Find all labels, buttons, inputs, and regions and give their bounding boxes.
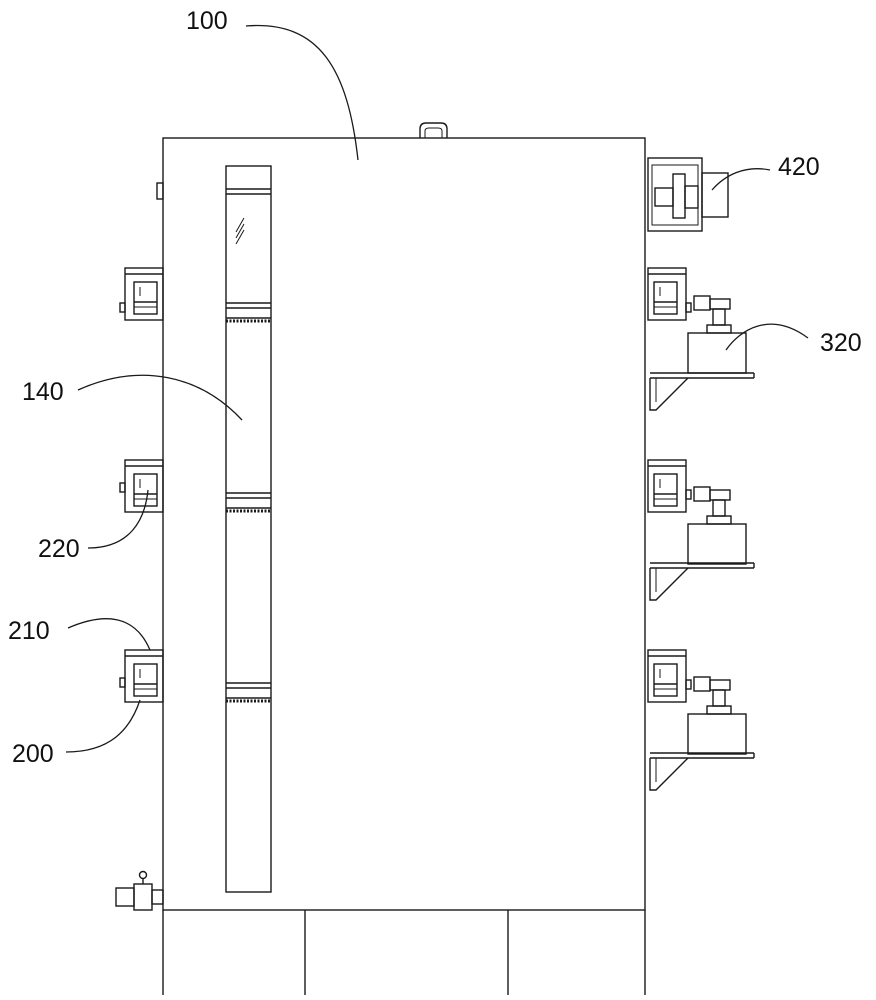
leader-420 (711, 168, 771, 191)
cabinet-body (156, 122, 646, 911)
leader-210 (67, 618, 151, 651)
top-right-module (647, 157, 729, 232)
label-420: 420 (778, 153, 820, 181)
leader-140 (77, 374, 243, 421)
leader-220 (87, 489, 149, 549)
right-module-middle (647, 459, 755, 601)
leader-200 (65, 699, 141, 753)
left-clamp-middle (119, 459, 164, 513)
leader-320 (725, 323, 809, 351)
label-320: 320 (820, 329, 862, 357)
right-module-lower (647, 649, 755, 791)
label-140: 140 (22, 378, 64, 406)
viewing-window-strip (225, 165, 272, 893)
cabinet-base (162, 910, 646, 995)
left-clamp-upper (119, 267, 164, 321)
reference-labels: 100 420 320 140 220 210 200 (8, 7, 862, 768)
right-module-upper (647, 267, 755, 411)
leader-100 (245, 24, 359, 161)
window-divider-1 (226, 302, 271, 323)
leader-lines (65, 24, 809, 753)
label-210: 210 (8, 617, 50, 645)
window-divider-2 (226, 492, 271, 513)
label-100: 100 (186, 7, 228, 35)
left-clamp-lower (119, 649, 164, 703)
label-220: 220 (38, 535, 80, 563)
label-200: 200 (12, 740, 54, 768)
drain-valve (115, 870, 164, 911)
window-divider-3 (226, 682, 271, 703)
